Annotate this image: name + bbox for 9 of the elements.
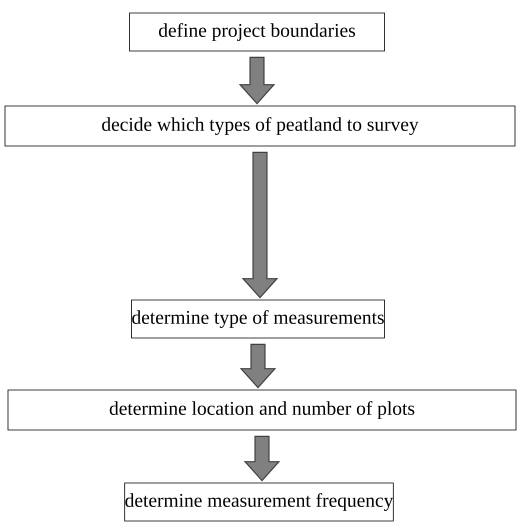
process-box: determine measurement frequency: [124, 482, 394, 522]
process-box: define project boundaries: [129, 12, 385, 52]
block-arrow: [242, 152, 278, 298]
block-arrow: [240, 344, 276, 388]
block-arrow: [238, 56, 276, 104]
process-box: determine type of measurements: [131, 300, 385, 338]
process-box: decide which types of peatland to survey: [4, 106, 516, 146]
block-arrow: [244, 436, 280, 482]
process-box: determine location and number of plots: [8, 390, 516, 430]
